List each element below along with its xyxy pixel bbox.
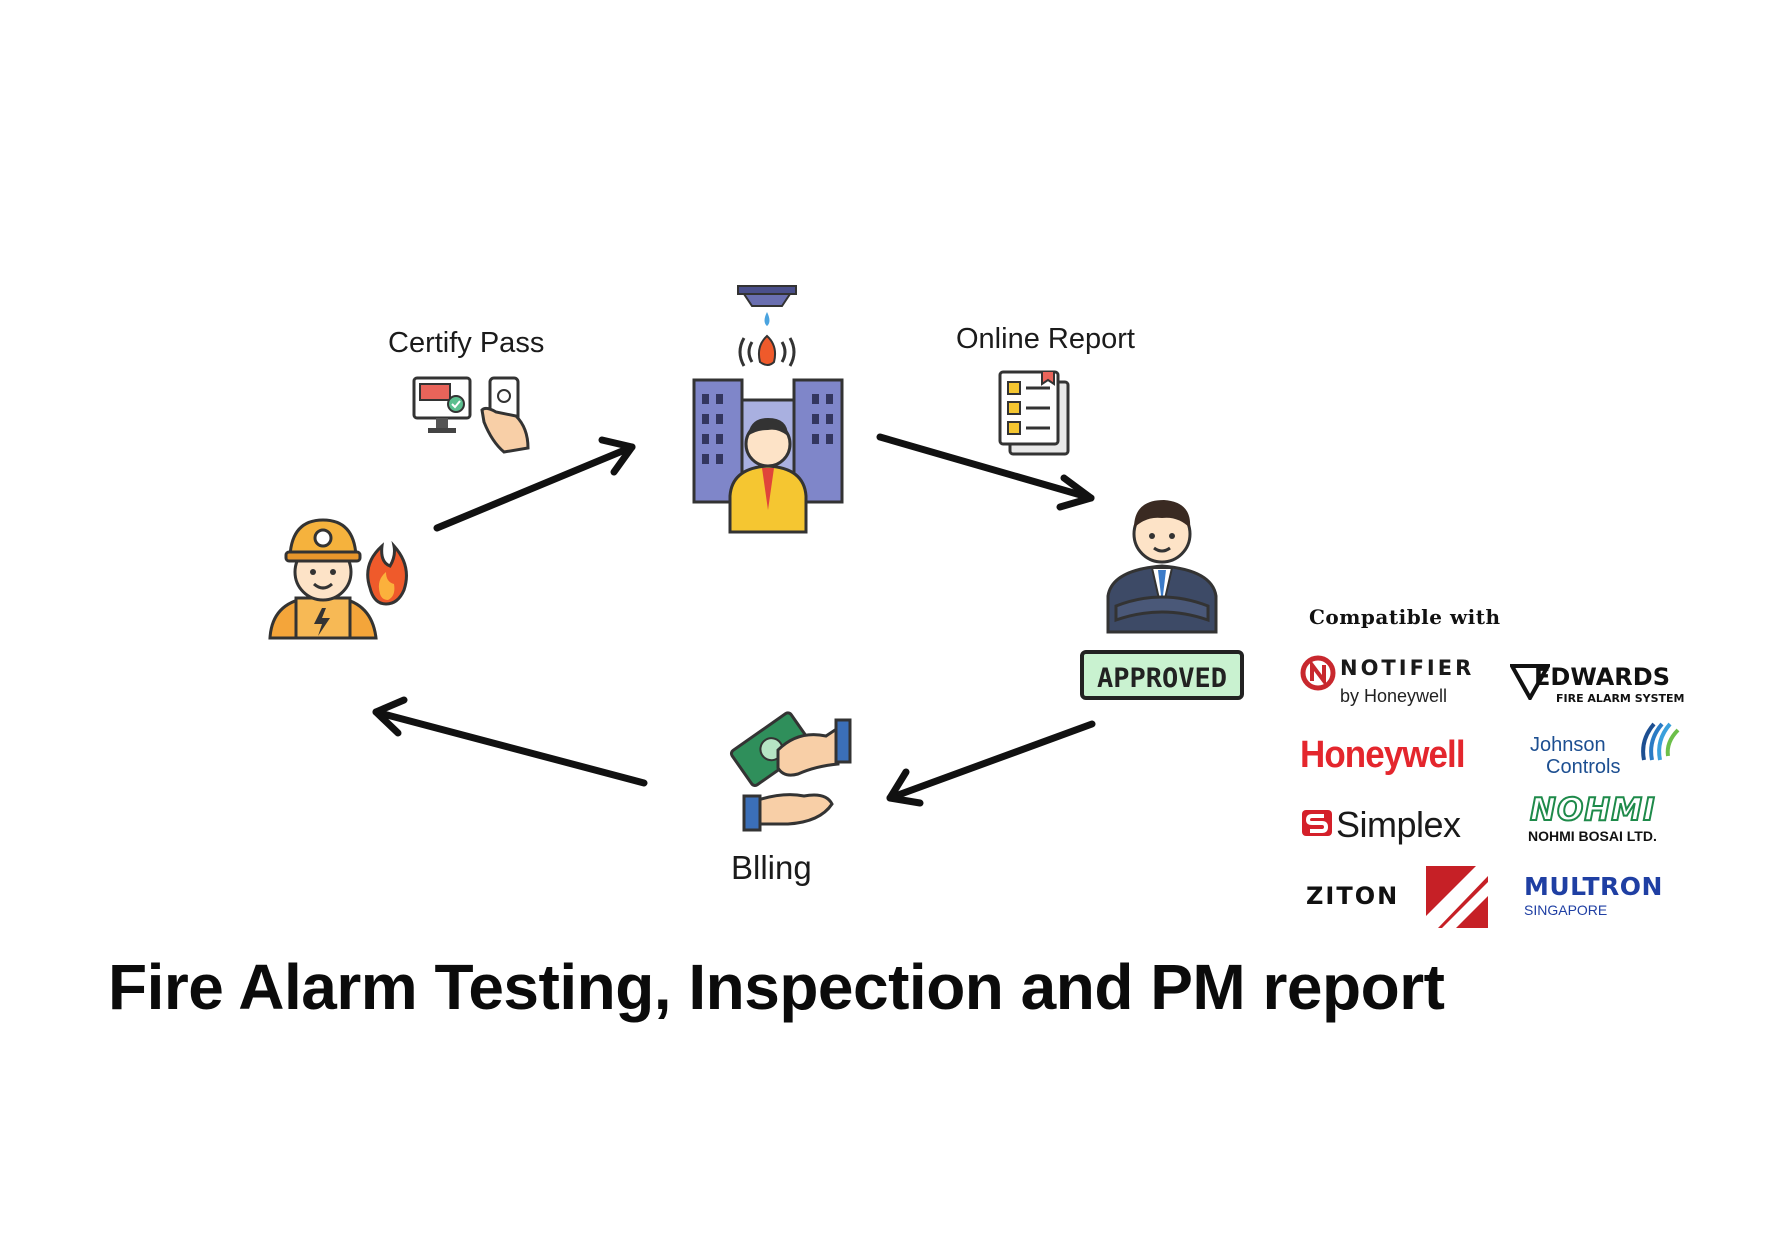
notifier-icon [1300,655,1336,691]
multron-sub: SINGAPORE [1524,902,1608,918]
arrow-building-to-approver [876,433,1095,511]
billing-label: Blling [731,849,812,886]
ziton-name: ZITON [1306,882,1400,910]
edwards-name: EDWARDS [1534,663,1670,691]
edwards-sub: FIRE ALARM SYSTEM [1556,692,1685,705]
approver-icon [1106,500,1218,634]
approved-stamp: APPROVED [1080,650,1244,700]
nohmi-sub: NOHMI BOSAI LTD. [1528,828,1657,844]
online-report-label: Online Report [956,323,1135,355]
page-title: Fire Alarm Testing, Inspection and PM re… [108,951,1445,1023]
simplex-icon [1302,810,1332,836]
edwards-shield-icon [1510,664,1550,700]
billing-icon [729,711,852,832]
johnson-line2: Controls [1546,756,1621,778]
simplex-name: Simplex [1336,804,1461,845]
online-report-icon [998,370,1070,456]
certify-pass-icon [412,376,530,454]
notifier-name: NOTIFIER [1340,656,1475,680]
technician-icon [268,518,408,640]
honeywell-logo: Honeywell [1300,734,1466,776]
arrow-approver-to-billing [886,720,1096,807]
arrow-billing-to-technician [372,696,648,787]
multron-name: MULTRON [1524,872,1663,901]
compatible-heading: Compatible with [1309,605,1501,629]
certify-pass-label: Certify Pass [388,327,545,359]
ziton-z-icon [1426,866,1488,928]
arrow-technician-to-building [433,436,636,532]
johnson-line1: Johnson [1530,734,1606,756]
notifier-sub: by Honeywell [1340,686,1448,706]
approved-stamp-text: APPROVED [1097,663,1227,694]
building-fire-alarm-icon [692,285,844,534]
nohmi-name: NOHMI [1529,791,1656,829]
johnson-swoosh-icon [1641,722,1680,761]
